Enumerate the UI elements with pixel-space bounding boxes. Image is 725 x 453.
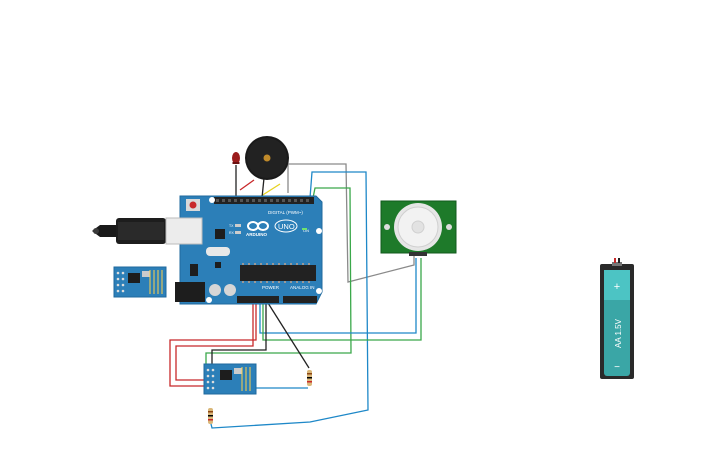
wire-blue-long[interactable]	[209, 171, 369, 429]
buzzer-center	[263, 154, 271, 162]
analog-label: ANALOG IN	[290, 285, 315, 290]
infinity-icon	[247, 221, 269, 231]
wire-blue-pir[interactable]	[259, 258, 417, 334]
pir-sensor[interactable]	[380, 200, 457, 256]
led[interactable]	[232, 152, 240, 164]
esp8266-top[interactable]	[113, 266, 167, 298]
wire-black-esp[interactable]	[211, 303, 267, 366]
on-label: ON	[303, 228, 309, 233]
tx-label: TX	[229, 224, 234, 228]
analog-header[interactable]	[283, 296, 317, 303]
resistor-1[interactable]	[307, 370, 312, 386]
wire-red-esp-2[interactable]	[175, 303, 254, 381]
battery-aa[interactable]: + AA 1.5V −	[600, 258, 634, 379]
battery-minus: −	[614, 362, 620, 373]
rx-label: RX	[229, 231, 235, 235]
wire-black-buzzer[interactable]	[261, 177, 265, 199]
power-header[interactable]	[237, 296, 279, 303]
arduino-brand: ARDUINO	[246, 232, 267, 237]
wire-black-resistor[interactable]	[267, 302, 310, 369]
wires	[169, 163, 422, 429]
arduino-model: UNO	[278, 222, 295, 231]
wire-red-esp[interactable]	[169, 303, 257, 387]
buzzer[interactable]	[245, 136, 289, 180]
esp8266-bottom[interactable]	[203, 363, 257, 395]
wire-green-pir[interactable]	[262, 258, 422, 341]
resistor-2[interactable]	[208, 408, 213, 424]
microcontroller-chip	[240, 265, 316, 281]
arduino-uno[interactable]: DIGITAL (PWM~) ARDUINO UNO ON TX RX	[165, 195, 323, 305]
wire-green-long[interactable]	[205, 187, 352, 365]
wire-gray[interactable]	[287, 163, 415, 283]
battery-plus: +	[614, 281, 620, 293]
digital-label: DIGITAL (PWM~)	[268, 210, 303, 215]
power-label: POWER	[262, 285, 280, 290]
battery-label: AA 1.5V	[614, 318, 623, 348]
usb-port	[165, 217, 203, 245]
wire-red-led[interactable]	[239, 179, 255, 191]
power-jack	[175, 282, 205, 302]
